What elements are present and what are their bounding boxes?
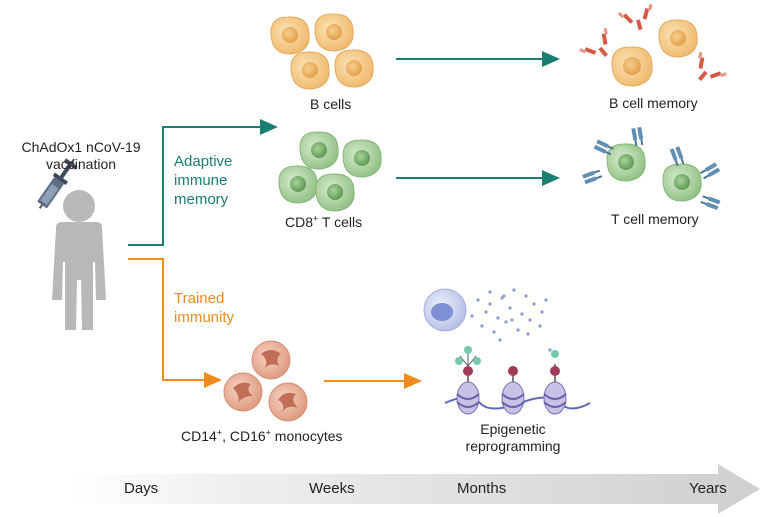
monocytes-group (223, 340, 308, 422)
tcr-icon (669, 146, 686, 167)
cytokine-dot (498, 338, 502, 342)
cytokine-dot (544, 298, 548, 302)
cytokine-dot (502, 294, 506, 298)
b-cells-group (270, 13, 374, 90)
t-cells-group (278, 131, 382, 212)
adaptive-line2: immune (174, 172, 228, 189)
syringe-icon (37, 158, 78, 209)
trained-line1: Trained (174, 290, 225, 307)
b-cells-label: B cells (310, 96, 352, 112)
t-cell-memory-group (582, 126, 721, 210)
monocytes-s2: + (265, 427, 271, 438)
tcr-icon (582, 168, 603, 185)
cytokine-dot (508, 306, 512, 310)
cytokine-dot (528, 318, 532, 322)
adaptive-branch-arrow (128, 119, 278, 246)
cytokine-dot (526, 332, 530, 336)
timeline-label-months: Months (457, 480, 507, 497)
epigenetic-line2: reprogramming (465, 438, 561, 454)
cytokine-dot (488, 290, 492, 294)
monocytes-s1: + (216, 427, 223, 438)
antibody-icon (685, 50, 728, 92)
cytokine-dot (470, 314, 474, 318)
adaptive-line3: memory (174, 191, 229, 208)
cytokine-dot (492, 330, 496, 334)
vaccine-label-line1: ChAdOx1 nCoV-19 (21, 139, 141, 155)
t-cells-prefix: CD8 (285, 214, 314, 230)
cytokine-dot (504, 320, 508, 324)
cytokine-dot (476, 298, 480, 302)
tcr-icon (593, 139, 615, 157)
tcr-icon (631, 126, 645, 147)
cytokine-dot (510, 318, 514, 322)
epigenetic-line1: Epigenetic (480, 421, 546, 437)
timeline-label-days: Days (124, 480, 159, 497)
cytokine-dot (496, 316, 500, 320)
t-cells-suffix: T cells (318, 214, 363, 230)
cytokine-dots (470, 288, 552, 352)
chromatin-icon (444, 346, 591, 415)
cytokine-dot (540, 310, 544, 314)
cytokine-dot (524, 294, 528, 298)
trained-line2: immunity (174, 309, 235, 326)
timeline-label-years: Years (689, 480, 727, 497)
trained-immunity-label: Trained immunity (174, 289, 234, 327)
cytokine-dot (488, 302, 492, 306)
person-icon (52, 190, 106, 330)
t-cell-memory-label: T cell memory (611, 211, 699, 227)
adaptive-immune-memory-label: Adaptive immune memory (174, 152, 232, 209)
cytokine-dot (532, 302, 536, 306)
cytokine-dot (484, 310, 488, 314)
cytokine-dot (520, 312, 524, 316)
cytokine-dot (548, 348, 552, 352)
monocytes-label: CD14+, CD16+ monocytes (181, 428, 343, 445)
timeline-arrow (70, 464, 760, 514)
cytokine-dot (516, 328, 520, 332)
cytokine-dot (512, 288, 516, 292)
trained-branch-arrow (128, 258, 222, 388)
tcr-icon (700, 194, 721, 210)
vaccine-label-line2: vaccination (45, 156, 117, 172)
monocytes-p1: CD14 (181, 428, 217, 444)
adaptive-line1: Adaptive (174, 153, 233, 170)
monocytes-p2: , CD16 (222, 428, 266, 444)
immune-cell-icon (423, 288, 467, 332)
antibody-icon (617, 3, 658, 35)
cytokine-dot (500, 296, 504, 300)
t-cells-label: CD8+ T cells (285, 214, 362, 231)
b-cell-memory-group (578, 3, 728, 92)
t-cells-sup: + (313, 213, 319, 224)
b-cell-memory-label: B cell memory (609, 95, 698, 111)
monocytes-p3: monocytes (270, 428, 343, 444)
cytokine-dot (480, 324, 484, 328)
cytokine-dot (538, 324, 542, 328)
tcr-icon (699, 162, 721, 181)
epigenetic-label: Epigenetic reprogramming (448, 421, 578, 455)
timeline-label-weeks: Weeks (309, 480, 355, 497)
vaccine-label: ChAdOx1 nCoV-19 vaccination (18, 139, 144, 173)
